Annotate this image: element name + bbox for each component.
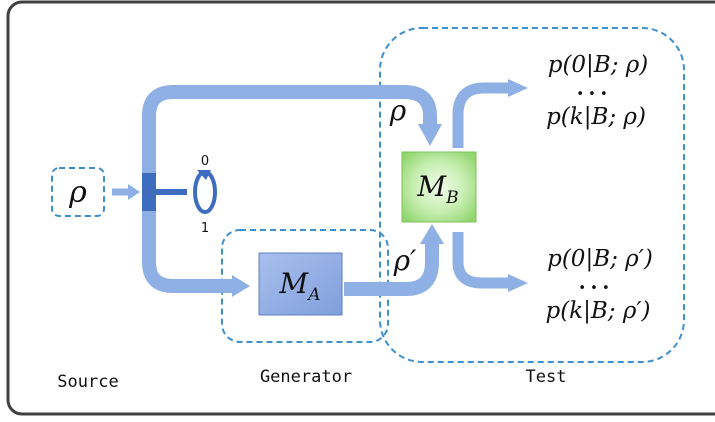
outcome-lower-first: p(0|B; ρ′)	[547, 246, 653, 272]
upper-flow	[142, 85, 437, 175]
test-caption: Test	[526, 367, 567, 387]
mb-main: M	[416, 170, 447, 203]
outcome-lower-dots: • • •	[578, 281, 609, 296]
lower-input-label: ρ′	[393, 244, 417, 277]
mb-out-upper	[452, 82, 510, 148]
mb-box	[401, 151, 477, 223]
test-region	[379, 27, 685, 363]
source-box	[51, 167, 105, 217]
mb-out-lower	[452, 232, 510, 289]
outcome-upper-dots: • • •	[576, 87, 607, 102]
switch-label-0: 0	[201, 154, 209, 169]
mb-sub: B	[445, 188, 459, 208]
upper-flow-head	[418, 124, 442, 146]
lower-flow-head	[232, 275, 250, 297]
source-symbol: ρ	[68, 175, 87, 210]
switch-arm	[155, 189, 187, 195]
ma-box	[258, 252, 343, 316]
switch-pivot	[143, 186, 155, 198]
switch-label-1: 1	[201, 221, 209, 236]
ma-to-mb-flow	[344, 242, 439, 296]
ma-label: MA	[279, 267, 321, 305]
source-arrow-head	[128, 184, 140, 200]
ma-to-mb-head	[420, 224, 444, 244]
outcome-lower-last: p(k|B; ρ′)	[545, 298, 650, 324]
upper-input-label: ρ	[389, 94, 407, 127]
outcome-upper-first: p(0|B; ρ)	[548, 52, 649, 78]
out-upper-head	[508, 79, 528, 97]
ma-main: M	[279, 267, 310, 300]
flow-arrows	[112, 82, 510, 296]
beam-switch	[142, 170, 217, 214]
generator-caption: Generator	[260, 367, 352, 387]
out-lower-head	[508, 274, 528, 292]
generator-region	[221, 229, 389, 343]
outer-frame	[6, 0, 715, 416]
outcome-upper-last: p(k|B; ρ)	[546, 104, 646, 130]
rotation-arrow-icon	[197, 170, 211, 180]
lower-flow	[142, 210, 234, 293]
arrow-heads	[128, 79, 528, 297]
ma-sub: A	[306, 285, 320, 305]
source-caption: Source	[57, 372, 118, 392]
mb-label: MB	[416, 170, 458, 208]
